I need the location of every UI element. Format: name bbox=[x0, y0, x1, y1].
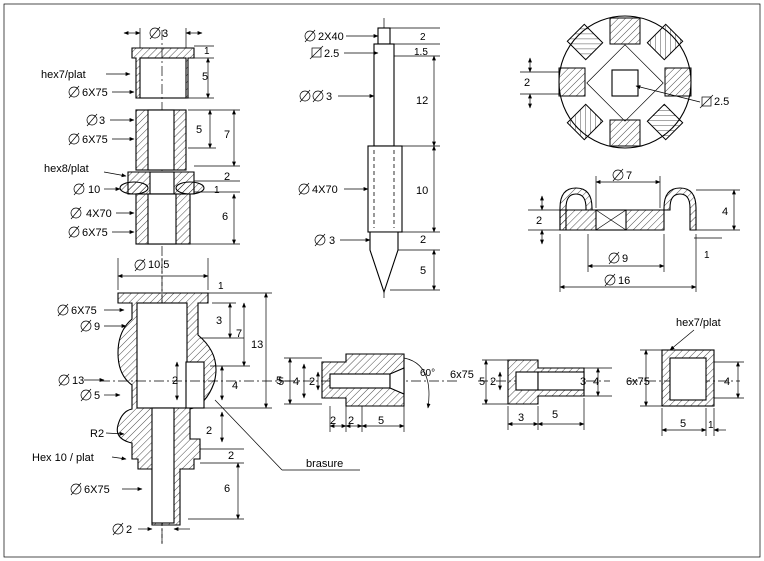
label-d9-b: 9 bbox=[622, 253, 628, 265]
label-hex8-plat: hex8/plat bbox=[44, 163, 89, 175]
label-dd3: 3 bbox=[326, 91, 332, 103]
dim-bush2-5b: 5 bbox=[552, 409, 558, 421]
dim-big-2b: 2 bbox=[206, 425, 212, 437]
part-clip: 7 4 2 1 9 16 bbox=[528, 168, 740, 292]
label-hex7-plat: hex7/plat bbox=[41, 69, 86, 81]
dim-pin-10: 10 bbox=[416, 185, 428, 197]
label-hex7-plat-b: hex7/plat bbox=[676, 317, 721, 329]
dim-big-1: 1 bbox=[218, 281, 224, 292]
part-star-disk: 2 2.5 bbox=[520, 15, 729, 149]
dim-bush1-5b: 5 bbox=[378, 415, 384, 427]
dim-bush1-4: 4 bbox=[293, 376, 299, 388]
label-d6x75-h: 6x75 bbox=[626, 376, 650, 388]
label-d2: 2 bbox=[126, 524, 132, 536]
dim-clip-1: 1 bbox=[704, 250, 710, 261]
dim-p1-2: 2 bbox=[224, 171, 230, 183]
label-d10: 10 bbox=[88, 184, 100, 196]
dim-bush2-5: 5 bbox=[479, 376, 485, 388]
dim-bush3-1: 1 bbox=[708, 420, 714, 431]
dim-pin-5: 5 bbox=[420, 265, 426, 277]
dim-bush2-2: 2 bbox=[490, 376, 496, 388]
label-d2x40: 2X40 bbox=[318, 31, 344, 43]
label-sq2-5-a: 2.5 bbox=[324, 48, 339, 60]
dim-p1-5b: 5 bbox=[196, 124, 202, 136]
label-d6x75-d: 6X75 bbox=[71, 305, 97, 317]
label-d3-b: 3 bbox=[329, 235, 335, 247]
part-pin: 2 1.5 12 10 2 5 2X40 2.5 3 4X70 3 bbox=[298, 18, 440, 298]
dim-p1-7: 7 bbox=[224, 129, 230, 141]
drawing-frame bbox=[3, 3, 761, 558]
part-tube-hex7: hex7/plat 6x75 4 5 1 bbox=[626, 317, 744, 436]
dim-big-13: 13 bbox=[251, 339, 263, 351]
dim-pin-2b: 2 bbox=[420, 234, 426, 246]
dim-big-5: 5 bbox=[276, 375, 282, 387]
dim-big-6: 6 bbox=[224, 483, 230, 495]
dim-clip-4: 4 bbox=[722, 206, 728, 218]
dim-big-2: 2 bbox=[172, 375, 178, 387]
label-angle60: 60° bbox=[420, 368, 435, 379]
label-r2: R2 bbox=[90, 428, 104, 440]
dim-pin-2: 2 bbox=[420, 32, 426, 43]
label-d6x75-b: 6X75 bbox=[82, 134, 108, 146]
dim-bush2-4: 4 bbox=[593, 376, 599, 388]
dim-bush3-5: 5 bbox=[680, 418, 686, 430]
label-d4x70-b: 4X70 bbox=[312, 184, 338, 196]
dim-bush1-2b: 2 bbox=[348, 415, 354, 427]
dim-bush2-3b: 3 bbox=[518, 412, 524, 424]
label-d6x75-e: 6X75 bbox=[84, 484, 110, 496]
label-d16: 16 bbox=[618, 275, 630, 287]
dim-bush2-3: 3 bbox=[580, 376, 586, 388]
label-d6x75-f: 6x75 bbox=[450, 369, 474, 381]
dim-p1-1: 1 bbox=[204, 46, 210, 57]
dim-star-2: 2 bbox=[524, 77, 530, 89]
dim-bush3-4: 4 bbox=[724, 376, 730, 388]
label-d7: 7 bbox=[626, 170, 632, 182]
dim-bush1-5: 5 bbox=[278, 376, 284, 388]
label-hex10-plat: Hex 10 / plat bbox=[32, 452, 94, 464]
dim-big-7: 7 bbox=[236, 328, 242, 340]
label-d10-5: 10.5 bbox=[148, 259, 169, 271]
dim-p1-5: 5 bbox=[202, 71, 208, 83]
dim-p1-6: 6 bbox=[222, 211, 228, 223]
part-bush-60: 5 4 2 2 2 5 60° 6x75 bbox=[278, 353, 474, 432]
dim-bush1-2: 2 bbox=[309, 376, 315, 388]
dim-big-3: 3 bbox=[216, 315, 222, 327]
dim-clip-2: 2 bbox=[536, 215, 542, 227]
label-d13: 13 bbox=[72, 375, 84, 387]
label-sq2-5-b: 2.5 bbox=[714, 96, 729, 108]
label-d6x75-c: 6X75 bbox=[82, 227, 108, 239]
label-d3-top: 3 bbox=[162, 28, 168, 40]
label-d4x70-a: 4X70 bbox=[86, 208, 112, 220]
part-big-body: 10.5 6X75 9 13 5 R2 Hex 10 / plat 6X75 2 bbox=[32, 258, 360, 545]
dim-big-4: 4 bbox=[232, 380, 238, 392]
dim-p1-1b: 1 bbox=[214, 185, 220, 196]
dim-big-2c: 2 bbox=[228, 450, 234, 462]
dim-bush1-2a: 2 bbox=[330, 415, 336, 427]
dim-pin-12: 12 bbox=[416, 95, 428, 107]
part-top-left: 5 1 5 7 2 1 6 3 hex7/plat 6X75 3 6X75 bbox=[41, 26, 240, 545]
label-d6x75-a: 6X75 bbox=[82, 87, 108, 99]
part-bush-small: 5 2 3 4 3 5 bbox=[478, 359, 612, 430]
dim-pin-1-5: 1.5 bbox=[414, 47, 428, 58]
label-brasure: brasure bbox=[306, 458, 343, 470]
label-d9-a: 9 bbox=[94, 321, 100, 333]
label-d3-a: 3 bbox=[99, 115, 105, 127]
label-d5-a: 5 bbox=[94, 390, 100, 402]
